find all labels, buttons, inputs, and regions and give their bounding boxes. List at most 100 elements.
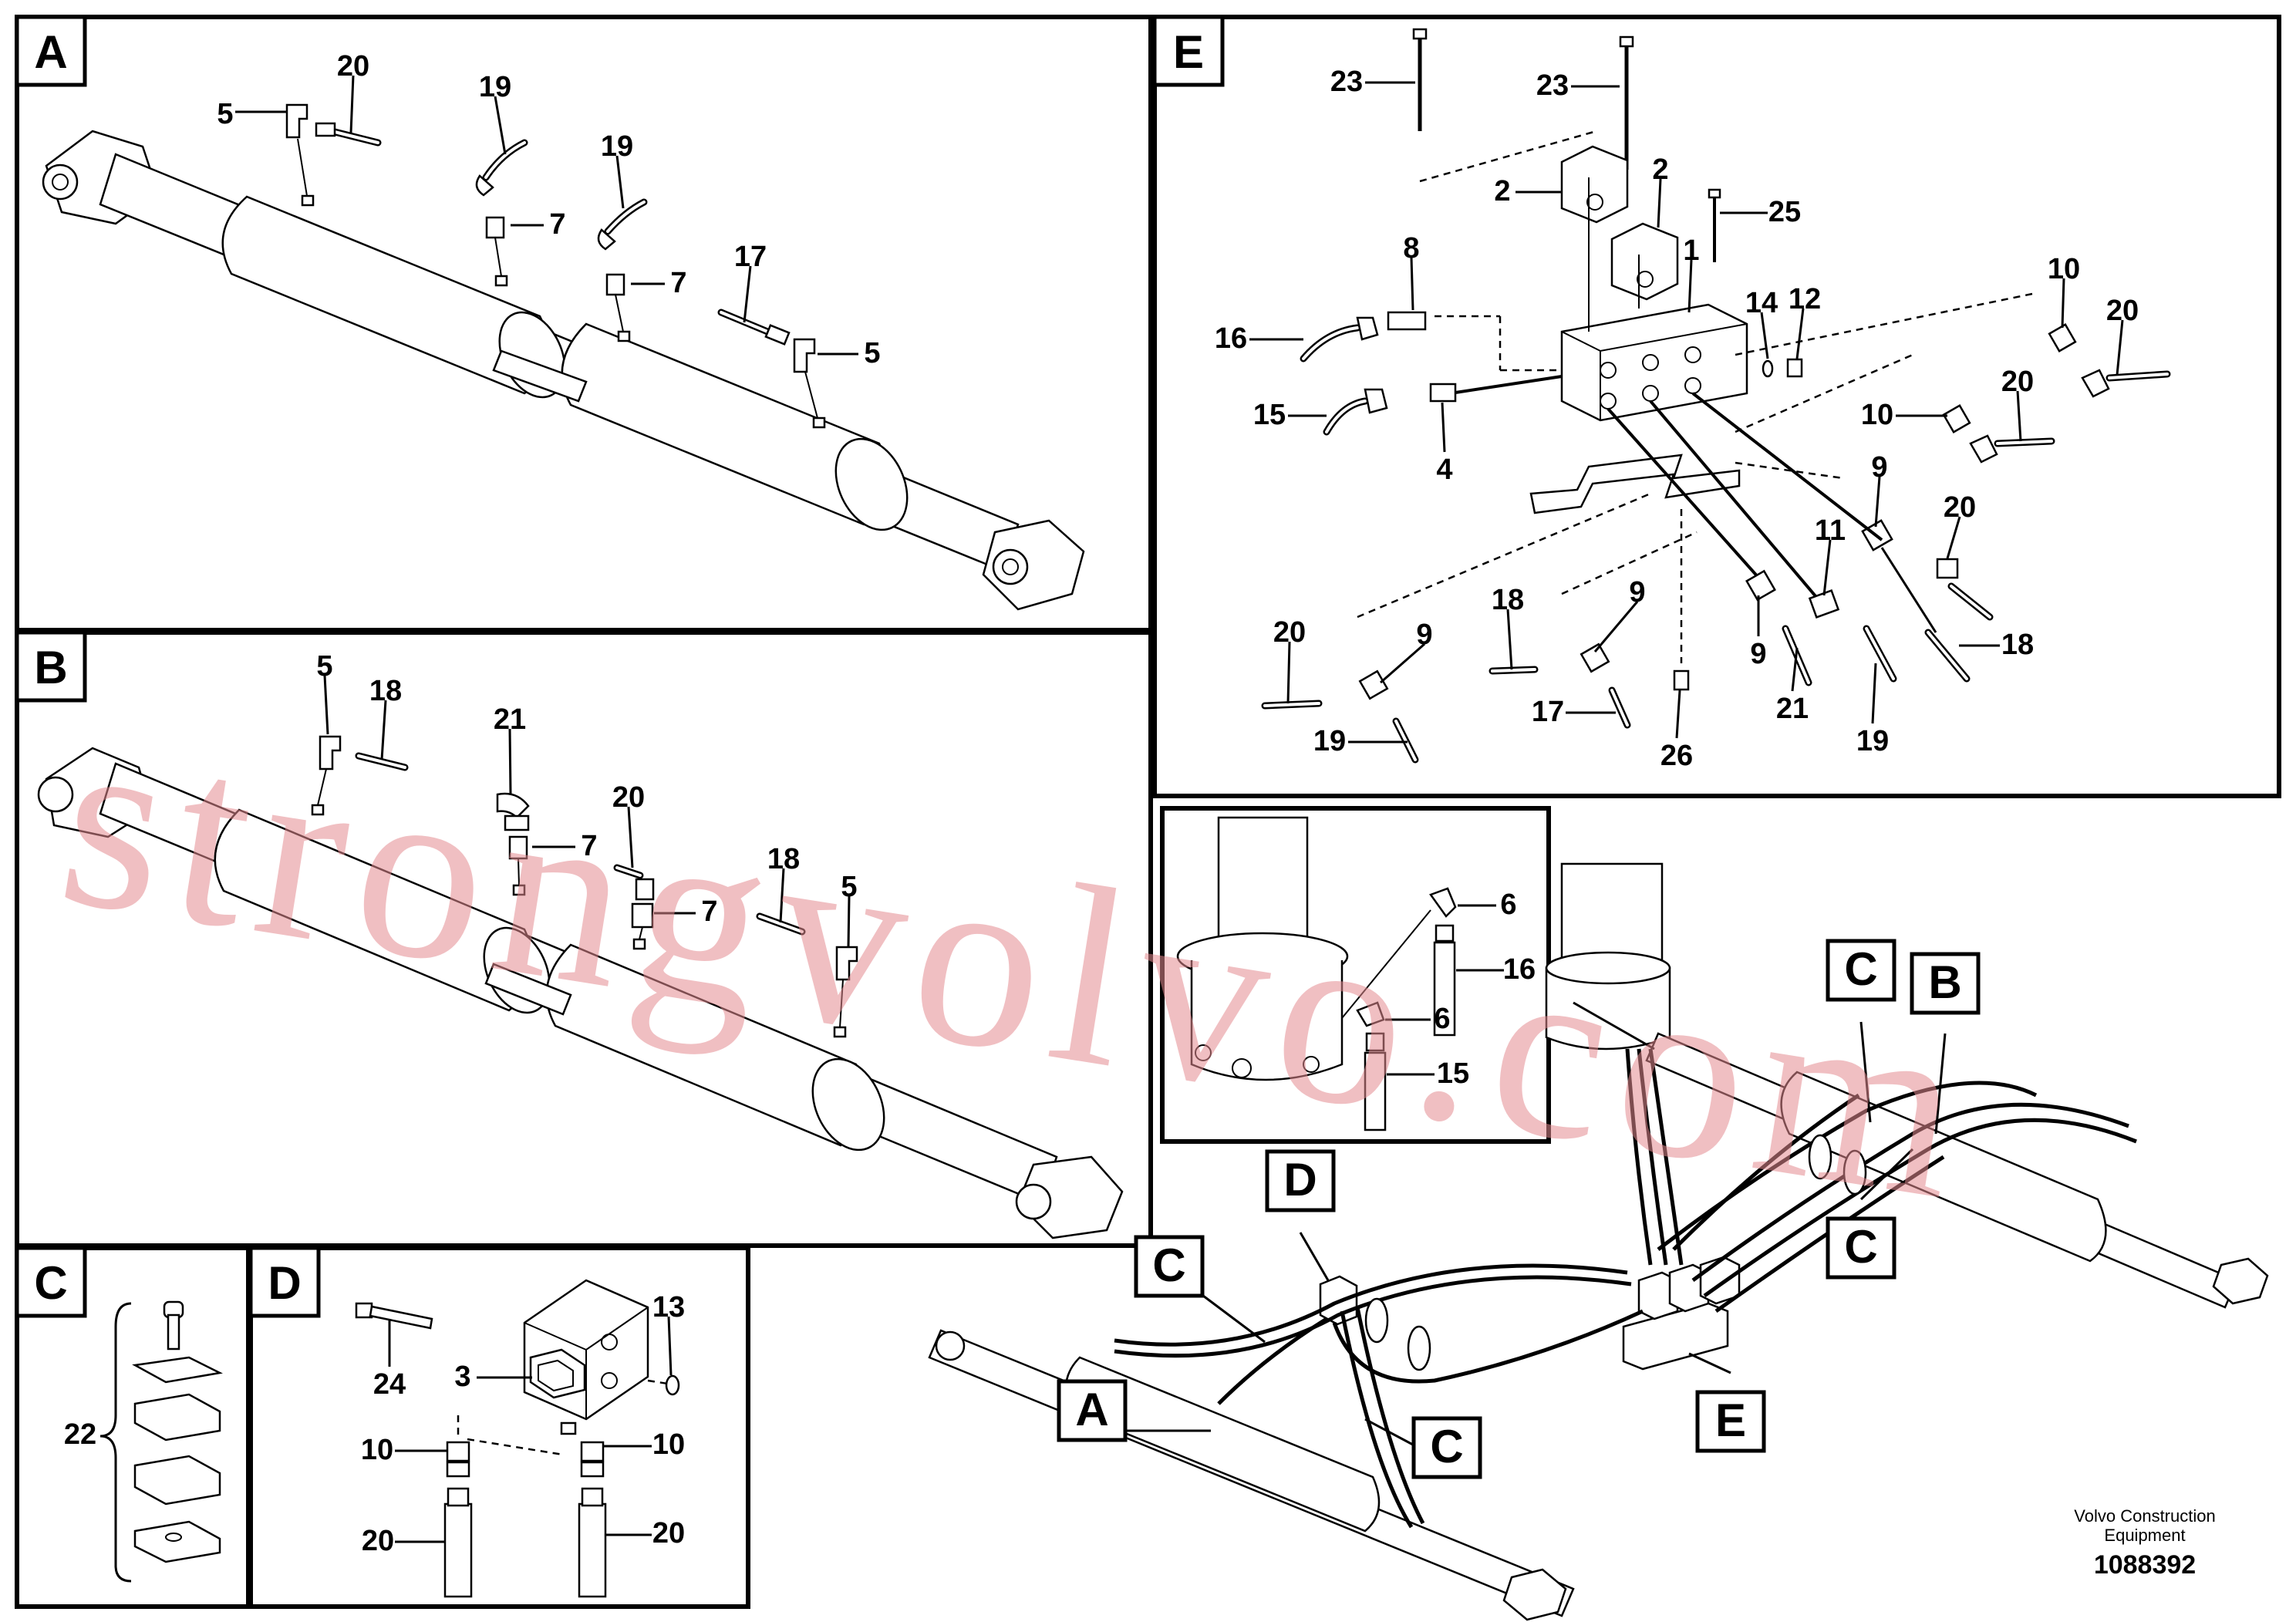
callout-e-9d: 9	[1750, 638, 1766, 670]
callout-e-8: 8	[1403, 232, 1419, 265]
callout-t-6b: 6	[1434, 1003, 1450, 1035]
callout-b-5b: 5	[841, 871, 857, 903]
callout-e-18b: 18	[2001, 629, 2034, 661]
callout-e-21: 21	[1776, 693, 1809, 725]
callout-e-2b: 2	[1652, 153, 1668, 186]
callout-d-13: 13	[652, 1291, 685, 1324]
callout-d-20b: 20	[652, 1517, 685, 1549]
callout-e-4: 4	[1436, 454, 1452, 486]
callout-e-23b: 23	[1536, 69, 1569, 102]
overview-tag-ov-d: D	[1265, 1149, 1336, 1212]
callout-e-19a: 19	[1313, 725, 1346, 757]
callout-e-18a: 18	[1492, 584, 1524, 616]
overview-tag-letter: C	[1844, 1221, 1877, 1273]
callout-t-16: 16	[1503, 953, 1536, 986]
callout-d-10b: 10	[652, 1428, 685, 1461]
callout-e-25: 25	[1768, 196, 1801, 228]
overview-leaders	[1126, 1001, 1947, 1452]
overview-tag-letter: C	[1152, 1239, 1185, 1291]
callout-e-11: 11	[1815, 514, 1846, 547]
overview-tag-ov-c4: C	[1411, 1416, 1482, 1479]
callout-d-3: 3	[454, 1361, 470, 1393]
panel-b-fittings	[317, 735, 858, 1028]
callout-leaders	[235, 75, 2124, 1543]
callout-d-20a: 20	[362, 1525, 394, 1557]
panel-d-frame	[248, 1246, 750, 1609]
callout-e-2a: 2	[1494, 175, 1510, 207]
callout-e-20c: 20	[1944, 491, 1976, 524]
overview-tag-box	[1057, 1379, 1128, 1442]
overview-tag-letter: E	[1715, 1394, 1746, 1446]
panel-a-label: A	[15, 15, 87, 87]
overview-tag-ov-c1: C	[1826, 939, 1896, 1002]
callout-b-7b: 7	[701, 895, 717, 928]
callout-a-19a: 19	[479, 71, 511, 103]
overview-tag-box	[1910, 952, 1981, 1015]
callout-a-19b: 19	[601, 130, 633, 163]
callout-e-20d: 20	[1273, 616, 1306, 649]
callout-e-20b: 20	[2001, 366, 2034, 398]
panel-b-cylinder	[37, 747, 1124, 1239]
callout-t-6a: 6	[1500, 889, 1516, 921]
callout-e-9b: 9	[1629, 576, 1645, 609]
callout-t-15: 15	[1437, 1057, 1469, 1090]
panel-e-frame	[1152, 15, 2281, 798]
callout-e-10a: 10	[2048, 253, 2080, 285]
overview-tag-ov-b: B	[1910, 952, 1981, 1015]
overview-tag-ov-c2: C	[1826, 1216, 1896, 1280]
panel-a-fittings	[285, 103, 818, 419]
callout-e-14: 14	[1745, 287, 1778, 319]
detail-callouts: 6 16 6 15	[1434, 889, 1536, 1090]
overview-tag-box	[1826, 939, 1896, 1002]
callout-e-19b: 19	[1856, 725, 1889, 757]
callout-a-20: 20	[337, 50, 369, 83]
callout-b-5a: 5	[316, 650, 332, 683]
svg-text:D: D	[268, 1257, 301, 1309]
panel-e-label: E	[1152, 15, 1225, 87]
callout-e-23a: 23	[1330, 66, 1363, 98]
callout-b-7a: 7	[581, 830, 597, 862]
overview-machine	[928, 862, 2269, 1621]
svg-text:E: E	[1173, 26, 1204, 78]
callout-b-21: 21	[494, 703, 526, 736]
overview-tag-ov-e: E	[1695, 1390, 1766, 1453]
overview-tag-box	[1695, 1390, 1766, 1453]
svg-text:C: C	[34, 1257, 67, 1309]
panel-d-valve	[355, 1279, 680, 1598]
overview-tag-box	[1134, 1235, 1205, 1298]
callout-e-17: 17	[1532, 696, 1564, 728]
callout-b-20: 20	[612, 781, 645, 814]
panel-c-callouts: 22	[64, 1418, 96, 1451]
callout-e-12: 12	[1789, 283, 1821, 315]
overview-tag-letter: B	[1928, 956, 1961, 1008]
callout-d-10a: 10	[361, 1434, 393, 1466]
brand-line-2: Equipment	[2104, 1526, 2185, 1545]
callout-c-22: 22	[64, 1418, 96, 1451]
detail-swivel	[1176, 816, 1457, 1131]
panel-c-clamp-set	[99, 1300, 223, 1583]
brand-line-1: Volvo Construction	[2074, 1506, 2215, 1526]
callout-e-9c: 9	[1416, 619, 1432, 651]
overview-tag-ov-c3: C	[1134, 1235, 1205, 1298]
overview-tag-box	[1826, 1216, 1896, 1280]
overview-tag-letter: A	[1075, 1384, 1108, 1435]
callout-a-5b: 5	[864, 337, 880, 369]
callout-e-1: 1	[1683, 234, 1699, 267]
callout-e-10b: 10	[1861, 399, 1893, 431]
panel-c-label: C	[15, 1246, 87, 1318]
panel-b-label: B	[15, 630, 87, 703]
svg-text:A: A	[34, 26, 67, 78]
overview-tag-box	[1265, 1149, 1336, 1212]
panel-e-manifold	[1261, 28, 2171, 764]
callout-b-18a: 18	[369, 675, 402, 707]
callout-e-15: 15	[1253, 399, 1286, 431]
callout-e-20a: 20	[2106, 295, 2139, 327]
panel-a-cylinder	[42, 130, 1085, 611]
callout-a-5a: 5	[217, 98, 233, 130]
